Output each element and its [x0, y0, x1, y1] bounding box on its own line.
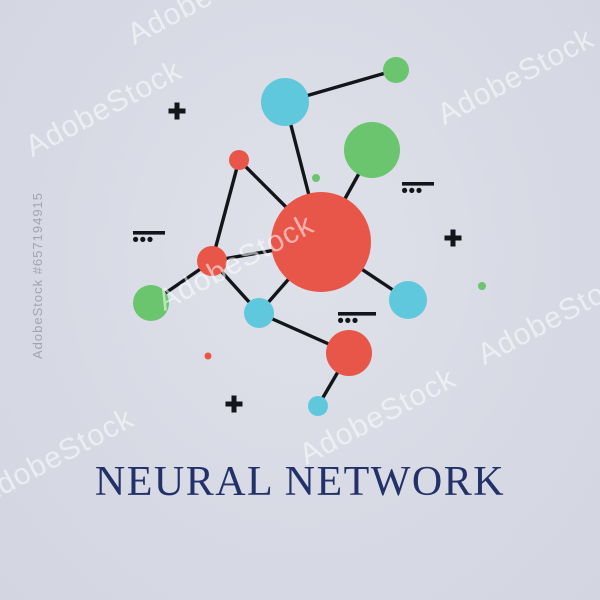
specks-layer	[204, 174, 486, 360]
dashdot-right-icon	[402, 182, 434, 193]
cyan-node-mid	[244, 298, 274, 328]
dash-dot-marks-layer	[133, 182, 434, 323]
green-node-left	[133, 285, 169, 321]
green-node-small-top-right	[383, 57, 409, 83]
red-node-bottom	[326, 330, 372, 376]
page-title: NEURAL NETWORK	[94, 459, 506, 505]
plus-icon	[225, 395, 243, 413]
plus-icon	[444, 229, 462, 247]
plus-marks-layer	[168, 102, 462, 413]
dashdot-left-icon	[133, 231, 165, 242]
cyan-node-right	[389, 281, 427, 319]
edge-n-red-small-top-to-n-red-mid-left	[210, 159, 241, 262]
red-node-small-top	[229, 150, 249, 170]
dashdot-center-icon	[338, 312, 376, 323]
green-node-large	[344, 122, 400, 178]
cyan-node-top	[261, 78, 309, 126]
red-speck-lower	[204, 352, 212, 360]
green-speck-right	[478, 282, 486, 290]
red-node-hub-center	[271, 192, 371, 292]
red-node-mid-left	[197, 246, 227, 276]
plus-icon	[168, 102, 186, 120]
green-speck-upper	[312, 174, 320, 182]
cyan-node-small-bottom	[308, 396, 328, 416]
nodes-layer	[133, 57, 427, 416]
